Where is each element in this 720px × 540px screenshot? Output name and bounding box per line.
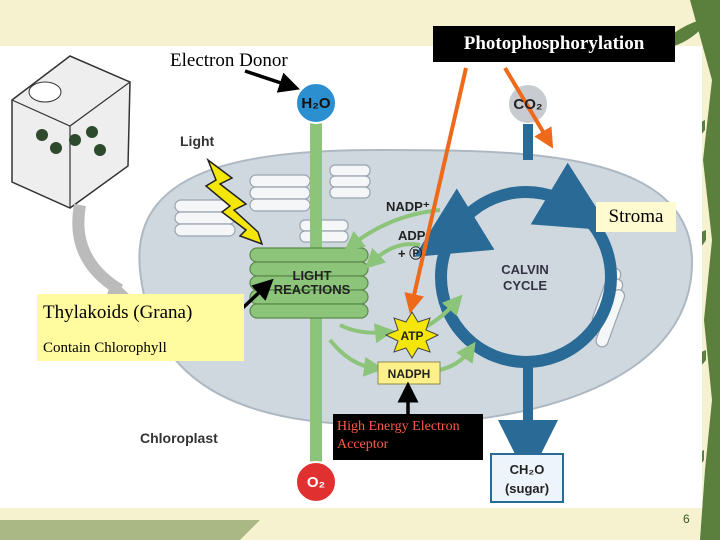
h2o-label: H₂O (301, 95, 330, 112)
nadph-label: NADPH (388, 367, 431, 381)
light-reactions-label-2: REACTIONS (274, 282, 351, 297)
light-bolt (204, 157, 264, 246)
nadp-plus-label: NADP⁺ (386, 199, 430, 214)
thylakoid-callout: Thylakoids (Grana) Contain Chlorophyll (37, 294, 244, 361)
plant-cell-illustration (11, 55, 131, 209)
ch2o-label: CH₂O (510, 462, 545, 477)
sugar-box (490, 453, 564, 503)
acceptor-line-1: High Energy Electron (337, 419, 460, 434)
zoom-arrow (72, 203, 124, 296)
o2-label: O₂ (307, 474, 325, 491)
atp-label: ATP (400, 329, 423, 343)
photophosphorylation-label: Photophosphorylation (433, 26, 675, 62)
page-number: 6 (683, 512, 690, 526)
light-reactions-label-1: LIGHT (293, 268, 332, 283)
thylakoid-subtitle: Contain Chlorophyll (43, 340, 167, 356)
calvin-cycle-label-1: CALVIN (501, 262, 548, 277)
phosphate-label: + Ⓟ (398, 246, 422, 261)
sugar-label: (sugar) (505, 481, 549, 496)
chloroplast-label: Chloroplast (140, 430, 218, 446)
electron-donor-label: Electron Donor (170, 50, 288, 71)
stroma-label: Stroma (596, 202, 676, 232)
acceptor-line-2: Acceptor (337, 437, 389, 452)
calvin-cycle-label-2: CYCLE (503, 278, 547, 293)
light-label: Light (180, 133, 215, 149)
atp-starburst (384, 311, 440, 359)
electron-acceptor-callout: High Energy Electron Acceptor (333, 414, 483, 460)
h2o-bubble (295, 82, 337, 124)
o2-bubble (295, 461, 337, 503)
co2-label: CO₂ (513, 96, 542, 113)
adp-label: ADP (398, 228, 426, 243)
thylakoid-title: Thylakoids (Grana) (43, 302, 193, 323)
